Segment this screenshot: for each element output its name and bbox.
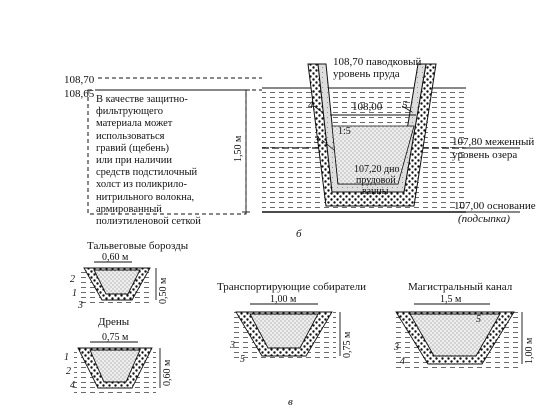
transport-n5: 5 bbox=[240, 354, 245, 365]
elev-bottom-c: ванны bbox=[362, 186, 389, 197]
drains-title: Дрены bbox=[98, 316, 130, 328]
elev-108-00: 108,00 bbox=[352, 101, 383, 113]
talweg-water bbox=[93, 269, 141, 295]
elev-base-b: (подсыпка) bbox=[458, 213, 510, 225]
leader-3 bbox=[321, 139, 335, 151]
drains-n4: 4 bbox=[70, 380, 75, 391]
elev-base-a: 107,00 основание bbox=[454, 200, 536, 212]
talweg-title: Тальвеговые борозды bbox=[87, 240, 189, 252]
canal-n5: 5 bbox=[476, 314, 481, 325]
drains-section: Дрены 0,75 м 0,60 м 1 2 4 bbox=[64, 316, 173, 394]
slope-label: 1:5 bbox=[338, 126, 351, 137]
note-line: армированный bbox=[96, 203, 162, 215]
canal-n3: 3 bbox=[393, 342, 399, 353]
drains-n1: 1 bbox=[64, 352, 69, 363]
elev-108-65: 108,65 bbox=[64, 88, 95, 100]
drains-water bbox=[89, 349, 141, 383]
canal-n4: 4 bbox=[400, 356, 405, 367]
num-3-main: 3 bbox=[313, 134, 320, 146]
leader-5 bbox=[401, 105, 413, 113]
canal-section: Магистральный канал 1,5 м 1,00 м 5 3 4 bbox=[392, 281, 535, 370]
canal-water bbox=[409, 313, 501, 357]
canal-width: 1,5 м bbox=[440, 294, 462, 305]
elev-low-b: уровень озера bbox=[452, 149, 517, 161]
dim-height-label: 1,50 м bbox=[233, 135, 244, 162]
talweg-n3: 3 bbox=[77, 300, 83, 311]
fig-label-v: в bbox=[288, 396, 293, 408]
note-line: использоваться bbox=[96, 130, 165, 142]
elev-108-70-left: 108,70 bbox=[64, 74, 95, 86]
basin-filter-wall bbox=[317, 63, 427, 193]
talweg-n2: 2 bbox=[70, 274, 75, 285]
note-bracket bbox=[87, 89, 247, 215]
transport-section: Транспортирующие собиратели 1,00 м 0,75 … bbox=[217, 281, 366, 365]
transport-height: 0,75 м bbox=[342, 331, 353, 358]
transport-title: Транспортирующие собиратели bbox=[217, 281, 366, 293]
note-line: гравий (щебень) bbox=[96, 142, 170, 154]
transport-n3: 3 bbox=[229, 340, 235, 351]
num-4-main: 4 bbox=[308, 99, 314, 111]
num-5-main: 5 bbox=[402, 99, 408, 111]
drains-width: 0,75 м bbox=[102, 332, 129, 343]
note-line: холст из поликрило- bbox=[96, 179, 188, 191]
canal-height: 1,00 м bbox=[524, 337, 535, 364]
elev-bottom-a: 107,20 дно bbox=[354, 164, 399, 175]
note-line: средств подстилочный bbox=[96, 167, 198, 179]
elev-bottom-b: прудовой bbox=[356, 175, 396, 186]
talweg-n1: 1 bbox=[72, 288, 77, 299]
canal-title: Магистральный канал bbox=[408, 281, 513, 293]
note-line: материала может bbox=[96, 118, 173, 130]
note-line: фильтрующего bbox=[96, 106, 164, 118]
talweg-width: 0,60 м bbox=[102, 252, 129, 263]
note-line: нитрильного волокна, bbox=[96, 191, 195, 203]
talweg-height: 0,50 м bbox=[158, 277, 169, 304]
fig-label-b: б bbox=[296, 228, 302, 240]
note-line: полиэтиленовой сеткой bbox=[96, 216, 201, 228]
note-line: В качестве защитно- bbox=[96, 94, 188, 105]
drains-height: 0,60 м bbox=[162, 359, 173, 386]
leader-4 bbox=[313, 105, 323, 113]
pond-water bbox=[331, 125, 415, 185]
note-line: или при наличии bbox=[96, 155, 172, 167]
elev-flood-b: уровень пруда bbox=[333, 68, 400, 80]
transport-width: 1,00 м bbox=[270, 294, 297, 305]
talweg-section: Тальвеговые борозды 0,60 м 0,50 м 2 1 3 bbox=[70, 240, 189, 311]
elev-low-a: 107,80 меженный bbox=[452, 136, 534, 148]
transport-water bbox=[249, 313, 319, 349]
main-section: 1,50 м 108,70 108,65 108,70 паводковый у… bbox=[64, 56, 536, 240]
elev-flood-a: 108,70 паводковый bbox=[333, 56, 422, 68]
drains-n2: 2 bbox=[66, 366, 71, 377]
filter-material-note: В качестве защитно- фильтрующего материа… bbox=[96, 94, 246, 228]
